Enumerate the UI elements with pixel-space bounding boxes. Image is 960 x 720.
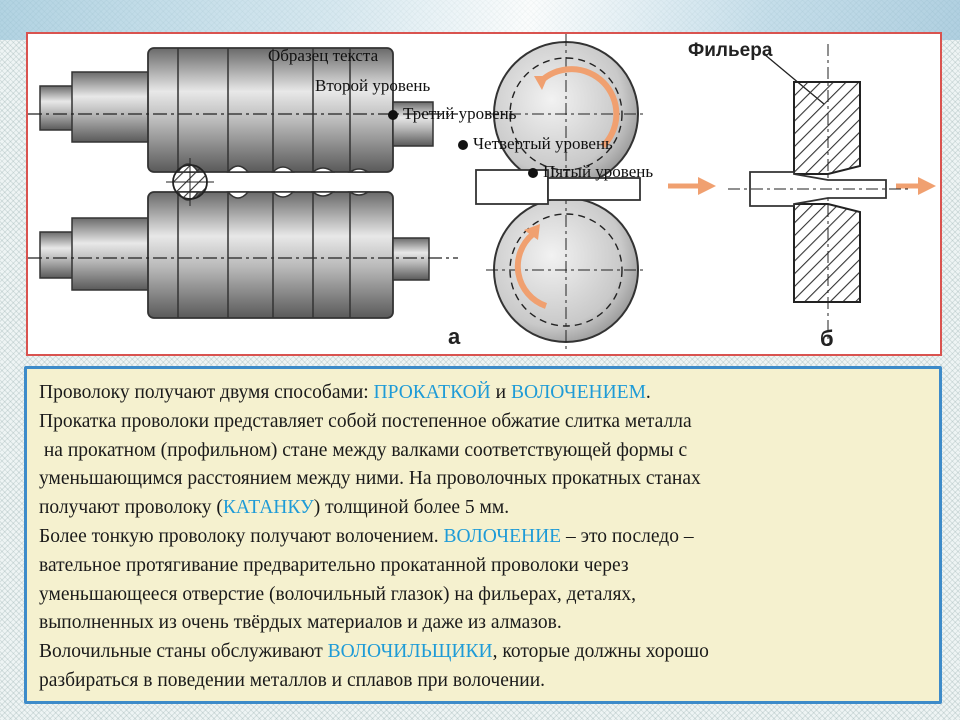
rolling-direction-arrow <box>668 177 716 195</box>
lower-roll-shaft <box>28 191 458 319</box>
placeholder-level5-text: Пятый уровень <box>543 162 654 181</box>
placeholder-level4: Четвертый уровень <box>458 134 613 154</box>
text-line-7: вательное протягивание предварительно пр… <box>39 554 629 576</box>
text-line-10: Волочильные станы обслуживают ВОЛОЧИЛЬЩИ… <box>39 641 709 663</box>
lower-disc-roll <box>486 192 646 350</box>
upper-disc-roll <box>486 34 646 192</box>
rolling-drawing-diagram: Фильера а б <box>28 34 936 351</box>
bullet-icon <box>528 168 538 178</box>
text-line-2: Прокатка проволоки представляет собой по… <box>39 410 692 432</box>
label-b: б <box>820 326 834 351</box>
wire-cross-section <box>166 158 214 206</box>
bullet-icon <box>458 140 468 150</box>
label-a: а <box>448 324 461 349</box>
placeholder-level4-text: Четвертый уровень <box>473 134 613 153</box>
text-line-3: на прокатном (профильном) стане между ва… <box>39 439 688 461</box>
text-line-8: уменьшающееся отверстие (волочильный гла… <box>39 583 637 605</box>
filiera-label: Фильера <box>688 40 773 61</box>
figure-frame: Фильера а б Образец текста Второй уровен… <box>26 32 942 356</box>
drawn-wire <box>728 171 908 207</box>
drawing-direction-arrow <box>896 177 936 195</box>
highlight-rolling: ПРОКАТКОЙ <box>373 382 491 403</box>
placeholder-level1: Образец текста <box>268 46 379 65</box>
highlight-katanka: КАТАНКУ <box>222 497 314 519</box>
placeholder-level5: Пятый уровень <box>528 162 653 182</box>
text-line-6: Более тонкую проволоку получают волочени… <box>39 525 694 547</box>
placeholder-level3-text: Третий уровень <box>403 104 517 123</box>
placeholder-level2: Второй уровень <box>315 76 431 95</box>
description-textbox: Проволоку получают двумя способами: ПРОК… <box>24 366 942 704</box>
text-line-11: разбираться в поведении металлов и сплав… <box>39 669 546 691</box>
die-block <box>793 44 861 344</box>
text-line-1: Проволоку получают двумя способами: ПРОК… <box>39 382 651 403</box>
highlight-drawing: ВОЛОЧЕНИЕМ <box>510 382 646 403</box>
text-line-4: уменьшающимся расстоянием между ними. На… <box>39 468 701 490</box>
highlight-volochilshchiki: ВОЛОЧИЛЬЩИКИ <box>327 641 493 663</box>
text-line-9: выполненных из очень твёрдых материалов … <box>39 612 562 634</box>
placeholder-level3: Третий уровень <box>388 104 516 124</box>
text-line-5: получают проволоку (КАТАНКУ) толщиной бо… <box>39 497 510 519</box>
bullet-icon <box>388 110 398 120</box>
highlight-volochenie: ВОЛОЧЕНИЕ <box>443 525 562 547</box>
